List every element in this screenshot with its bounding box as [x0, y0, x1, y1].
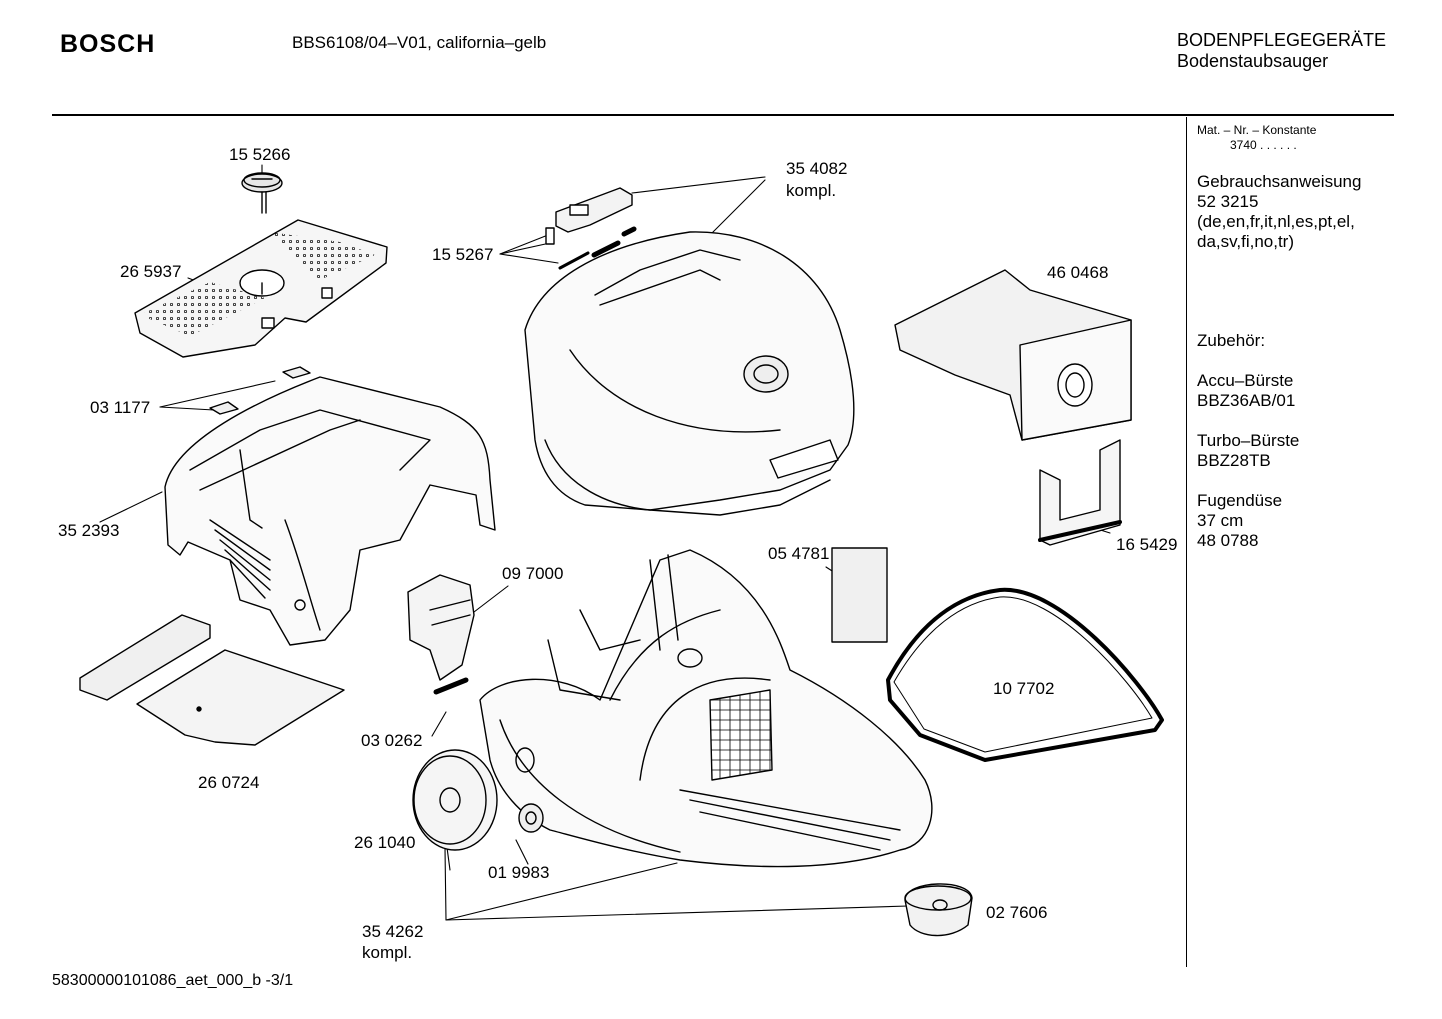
mat-nr-value: 3740 . . . . . . [1230, 138, 1297, 152]
part-352393-housing [164, 376, 496, 646]
manual-languages-2: da,sv,fi,no,tr) [1197, 232, 1294, 251]
part-155267-latch [545, 187, 637, 270]
header-divider [52, 114, 1394, 116]
brand-logo: BOSCH [60, 30, 156, 58]
part-label-352393: 35 2393 [58, 521, 120, 540]
part-260724-filter-plate [79, 614, 345, 746]
manual-title: Gebrauchsanweisung [1197, 172, 1362, 191]
manual-languages-1: (de,en,fr,it,nl,es,pt,el, [1197, 212, 1355, 231]
accessories-title: Zubehör: [1197, 331, 1266, 350]
part-label-107702: 10 7702 [993, 679, 1055, 698]
part-165429-bag-holder [1038, 439, 1122, 546]
part-label-354262-kompl: kompl. [362, 943, 413, 962]
accessory-1-name: Accu–Bürste [1197, 371, 1294, 390]
part-155266-knob [241, 172, 283, 214]
part-027606-cap [904, 883, 973, 937]
part-019983-clip [518, 803, 544, 833]
part-265937-filter-cover [134, 219, 388, 358]
accessory-1-code: BBZ36AB/01 [1197, 391, 1296, 410]
sidebar-divider [1186, 117, 1187, 967]
accessory-3-name: Fugendüse [1197, 491, 1283, 510]
part-label-097000: 09 7000 [502, 564, 564, 583]
subcategory-title: Bodenstaubsauger [1177, 51, 1329, 71]
part-label-155266: 15 5266 [229, 145, 291, 164]
manual-number: 52 3215 [1197, 192, 1259, 211]
part-label-165429: 16 5429 [1116, 535, 1178, 554]
part-030262-pin [433, 677, 469, 695]
accessory-3-size: 37 cm [1197, 511, 1244, 530]
part-label-054781: 05 4781 [768, 544, 830, 563]
mat-nr-label: Mat. – Nr. – Konstante [1197, 123, 1317, 137]
part-460468-dust-bag [894, 269, 1132, 441]
part-label-155267: 15 5267 [432, 245, 494, 264]
part-label-027606: 02 7606 [986, 903, 1048, 922]
part-label-265937: 26 5937 [120, 262, 182, 281]
accessory-2-code: BBZ28TB [1197, 451, 1271, 470]
accessory-2-name: Turbo–Bürste [1197, 431, 1300, 450]
part-label-460468: 46 0468 [1047, 263, 1109, 282]
part-107702-seal [886, 587, 1164, 762]
part-354082-top-cover [524, 231, 855, 516]
part-031177-pads [209, 366, 311, 415]
part-label-354262: 35 4262 [362, 922, 424, 941]
part-261040-wheel [412, 749, 498, 851]
part-label-261040: 26 1040 [354, 833, 416, 852]
part-097000-valve [407, 574, 475, 681]
part-label-354082: 35 4082 [786, 159, 848, 178]
part-354262-base [479, 549, 933, 868]
accessory-3-code: 48 0788 [1197, 531, 1259, 550]
document-id: 58300000101086_aet_000_b -3/1 [52, 972, 294, 989]
part-label-260724: 26 0724 [198, 773, 260, 792]
part-label-019983: 01 9983 [488, 863, 550, 882]
part-label-354082-kompl: kompl. [786, 181, 837, 200]
category-title: BODENPFLEGEGERÄTE [1177, 30, 1387, 50]
part-label-031177: 03 1177 [90, 398, 151, 417]
model-title: BBS6108/04–V01, california–gelb [292, 33, 547, 52]
part-label-030262: 03 0262 [361, 731, 423, 750]
part-054781-filter-pad [831, 547, 888, 643]
